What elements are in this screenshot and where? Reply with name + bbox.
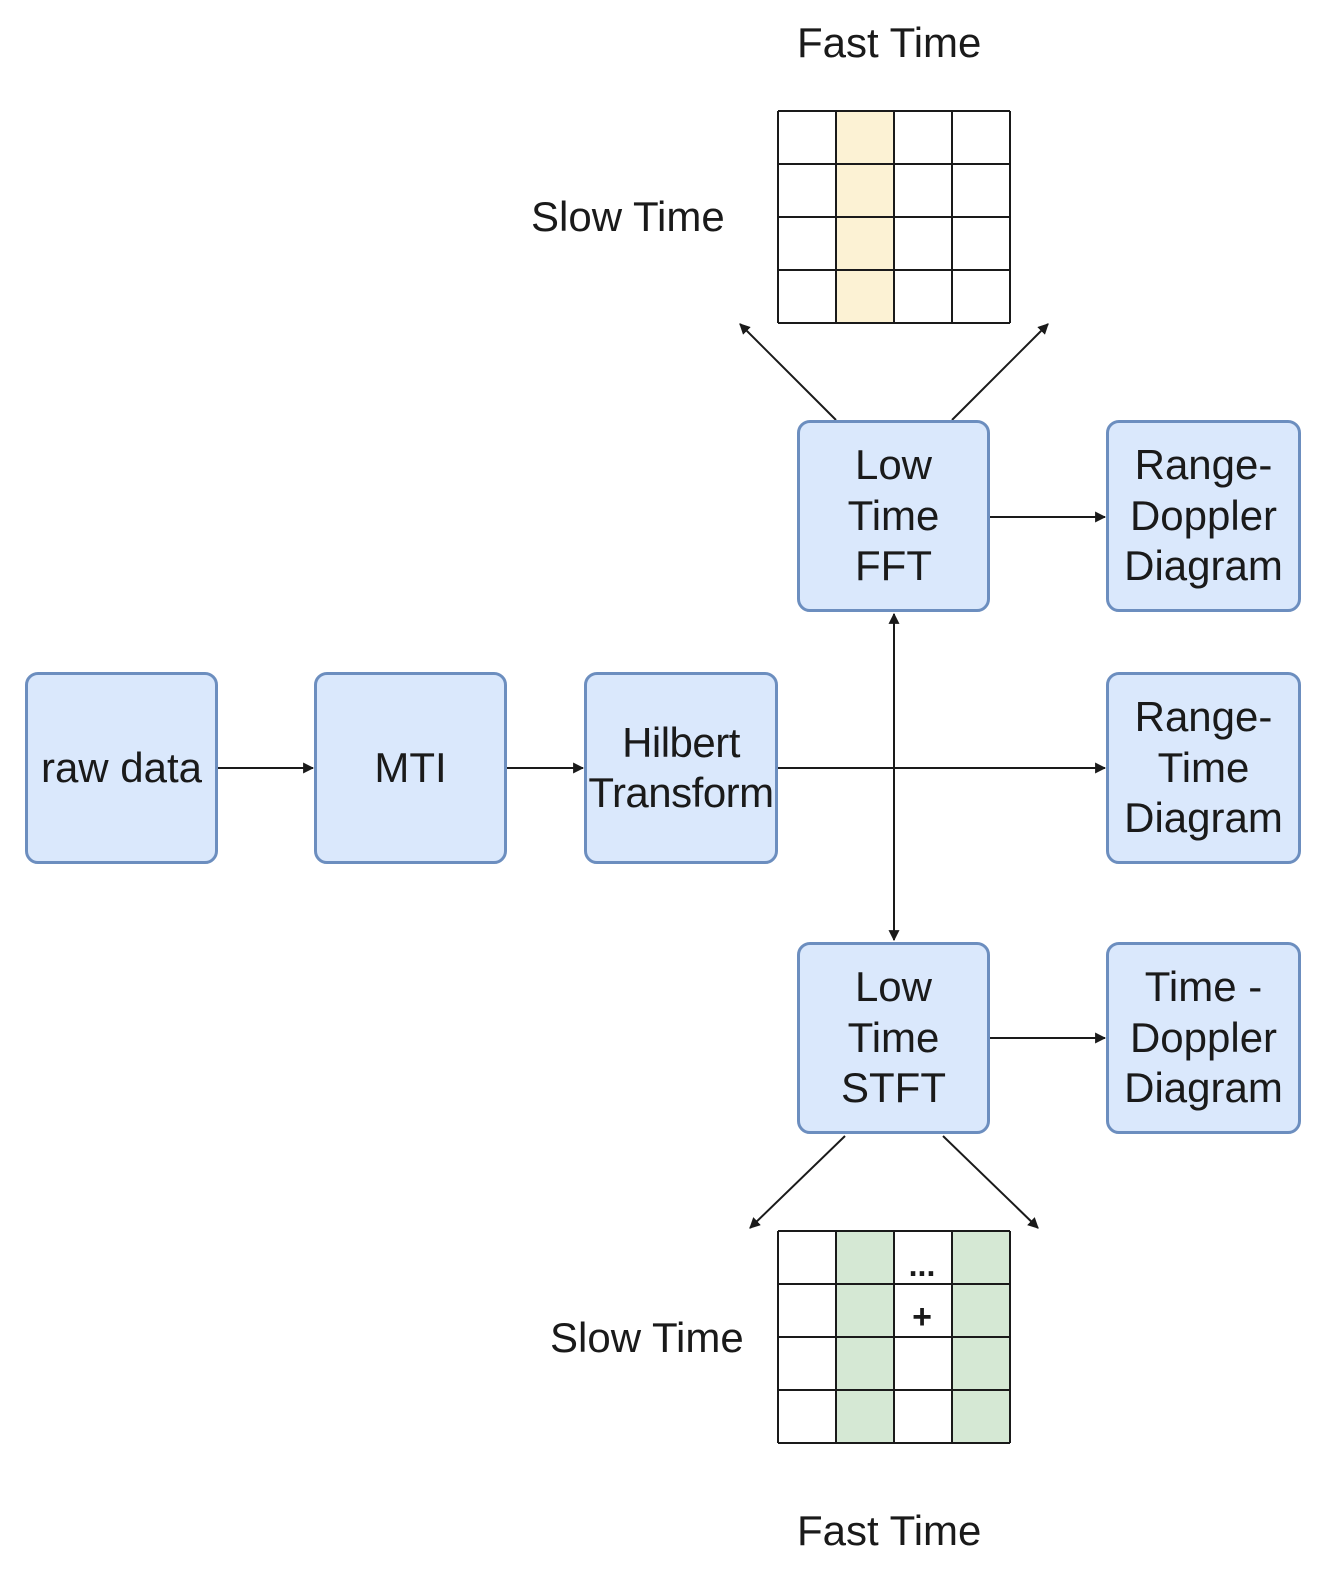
raw-data-label: raw data: [40, 743, 203, 791]
arrow-fft-to-grid-right: [951, 323, 1049, 421]
fft-grid: [777, 110, 1011, 324]
arrow-fft-to-grid-left: [739, 323, 837, 421]
low-time-stft-box: Low Time STFT: [797, 942, 990, 1134]
mti-box: MTI: [314, 672, 507, 864]
low-time-fft-box: Low Time FFT: [797, 420, 990, 612]
range-time-diagram-box: Range- Time Diagram: [1106, 672, 1301, 864]
range-doppler-diagram-label: Range- Doppler Diagram: [1124, 441, 1283, 590]
slow-time-label-top: Slow Time: [531, 193, 725, 240]
stft-grid-plus-symbol: +: [912, 1298, 932, 1336]
fast-time-label-bottom: Fast Time: [797, 1507, 982, 1554]
stft-grid: ... +: [777, 1230, 1011, 1444]
fast-time-label-top: Fast Time: [797, 19, 982, 66]
hilbert-transform-box: Hilbert Transform: [584, 672, 778, 864]
range-time-diagram-label: Range- Time Diagram: [1124, 693, 1283, 842]
mti-label: MTI: [374, 743, 447, 791]
time-doppler-diagram-box: Time - Doppler Diagram: [1106, 942, 1301, 1134]
hilbert-transform-label: Hilbert Transform: [588, 718, 774, 816]
arrow-stft-to-grid-left: [749, 1135, 846, 1229]
slow-time-label-bottom: Slow Time: [550, 1314, 744, 1361]
stft-grid-ellipsis-symbol: ...: [909, 1247, 936, 1283]
low-time-stft-label: Low Time STFT: [841, 963, 946, 1112]
range-doppler-diagram-box: Range- Doppler Diagram: [1106, 420, 1301, 612]
arrow-stft-to-grid-right: [942, 1135, 1039, 1229]
raw-data-box: raw data: [25, 672, 218, 864]
time-doppler-diagram-label: Time - Doppler Diagram: [1124, 963, 1283, 1112]
low-time-fft-label: Low Time FFT: [847, 441, 940, 590]
